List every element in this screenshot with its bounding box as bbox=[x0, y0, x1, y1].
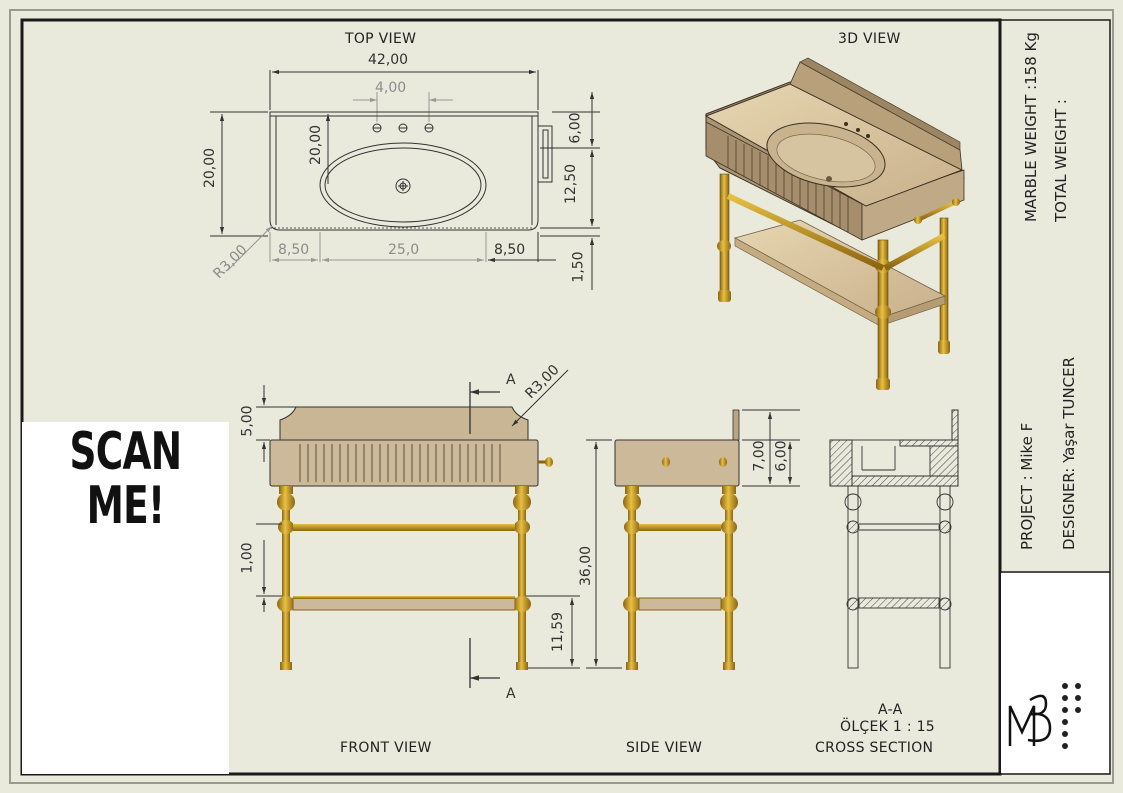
scan-cta-line1: SCAN bbox=[69, 422, 183, 482]
total-weight: TOTAL WEIGHT : bbox=[1052, 99, 1070, 222]
side-view-label: SIDE VIEW bbox=[626, 740, 703, 756]
designer-name: DESIGNER: Yaşar TUNCER bbox=[1060, 356, 1078, 550]
iso-view-drawing bbox=[704, 57, 965, 390]
dim-backsplash: 6,00 bbox=[567, 112, 584, 144]
section-id-label: A-A bbox=[878, 702, 903, 718]
dim-body-height: 6,00 bbox=[773, 440, 790, 472]
dim-bar-thickness: 1,00 bbox=[239, 542, 256, 574]
dim-basin-offset: 12,50 bbox=[563, 163, 580, 205]
project-name: PROJECT : Mike F bbox=[1018, 422, 1036, 550]
dim-splash-height: 5,00 bbox=[239, 405, 256, 437]
scan-me-panel: SCAN ME! bbox=[22, 422, 229, 774]
dim-basin-depth: 20,00 bbox=[308, 124, 325, 166]
dim-right-margin: 8,50 bbox=[494, 242, 526, 258]
dim-overall-width: 42,00 bbox=[368, 52, 409, 68]
dim-shelf-height: 11,59 bbox=[550, 611, 567, 653]
top-view-drawing bbox=[210, 69, 600, 290]
dim-overall-height: 36,00 bbox=[578, 545, 595, 587]
3d-view-label: 3D VIEW bbox=[838, 31, 901, 47]
brand-contact-icons bbox=[1062, 683, 1081, 749]
title-block bbox=[999, 19, 1111, 775]
marble-weight: MARBLE WEIGHT :158 Kg bbox=[1022, 32, 1040, 222]
dim-front-lip: 1,50 bbox=[570, 251, 587, 283]
scale-label: ÖLÇEK 1 : 15 bbox=[840, 719, 936, 735]
dim-left-margin: 8,50 bbox=[278, 242, 310, 258]
front-view-label: FRONT VIEW bbox=[340, 740, 432, 756]
section-mark-bottom: A bbox=[506, 686, 516, 702]
scan-cta-line2: ME! bbox=[86, 476, 165, 536]
top-view-label: TOP VIEW bbox=[345, 31, 417, 47]
brand-logo bbox=[1008, 694, 1052, 746]
side-view-drawing bbox=[586, 409, 800, 670]
dim-depth: 20,00 bbox=[202, 147, 219, 189]
logo-panel bbox=[1001, 573, 1109, 773]
front-view-drawing bbox=[256, 369, 580, 688]
outer-border bbox=[9, 9, 1114, 784]
dim-top-height: 7,00 bbox=[751, 440, 768, 472]
dim-basin-width: 25,0 bbox=[388, 242, 420, 258]
cross-section-drawing bbox=[829, 409, 959, 669]
cross-section-label: CROSS SECTION bbox=[815, 740, 934, 756]
dim-faucet-spacing: 4,00 bbox=[375, 80, 407, 96]
section-mark-top: A bbox=[506, 372, 516, 388]
